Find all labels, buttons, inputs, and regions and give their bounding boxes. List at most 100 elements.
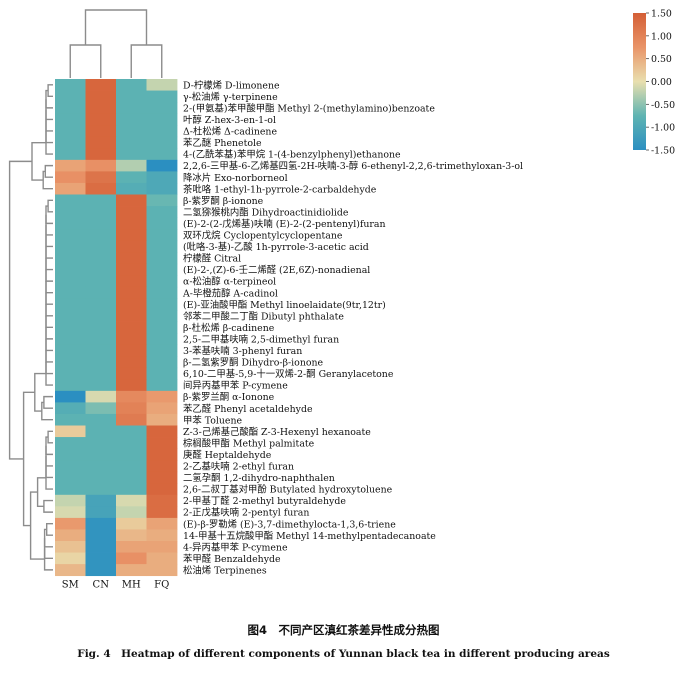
heatmap-cell <box>116 171 147 184</box>
heatmap-cell <box>85 136 117 149</box>
row-label: β-杜松烯 β-cadinene <box>183 322 275 334</box>
dendrogram-link <box>47 430 53 444</box>
heatmap-cell <box>55 483 86 496</box>
heatmap-cell <box>85 229 117 242</box>
heatmap-cell <box>55 402 86 415</box>
dendrogram-link <box>22 391 35 527</box>
heatmap-cell <box>116 240 147 253</box>
dendrogram-link <box>43 499 53 513</box>
dendrogram-link <box>36 477 46 508</box>
heatmap-cell <box>55 79 86 91</box>
heatmap-cell <box>55 90 86 103</box>
heatmap-cell <box>116 379 147 392</box>
heatmap-cell <box>116 390 147 403</box>
heatmap-cell <box>116 517 147 530</box>
dendrogram-link <box>45 214 53 236</box>
heatmap-cell <box>116 136 147 149</box>
heatmap-cell <box>85 252 117 265</box>
heatmap-cell <box>116 206 147 218</box>
heatmap-cell <box>116 125 147 138</box>
heatmap-cell <box>146 379 178 392</box>
heatmap-cell <box>55 298 86 311</box>
heatmap-cell <box>146 356 178 369</box>
heatmap-cell <box>146 252 178 265</box>
heatmap-cell <box>146 148 178 161</box>
heatmap-cell <box>55 240 86 253</box>
heatmap-cell <box>55 529 86 542</box>
heatmap-cell <box>116 275 147 288</box>
heatmap-cell <box>146 460 178 473</box>
dendrogram-link <box>43 548 53 571</box>
heatmap-cell <box>116 310 147 322</box>
dendrogram-link <box>43 395 53 409</box>
heatmap-cell <box>146 344 178 357</box>
dendrogram-link <box>44 164 53 178</box>
heatmap-cell <box>85 206 117 218</box>
heatmap-cell <box>55 448 86 461</box>
heatmap-cell <box>55 390 86 403</box>
heatmap-cell <box>146 517 178 530</box>
row-label: 2,2,6-三甲基-6-乙烯基四氢-2H-呋喃-3-醇 6-ethenyl-2,… <box>183 160 523 172</box>
dendrogram-link <box>45 109 53 132</box>
heatmap-cell <box>85 402 117 415</box>
heatmap-cell <box>116 113 147 126</box>
heatmap-cell <box>146 494 178 507</box>
heatmap-cell <box>146 171 178 184</box>
heatmap-cell <box>85 437 117 449</box>
colorbar-tick-label: 0.00 <box>651 77 672 88</box>
heatmap-cell <box>85 494 117 507</box>
heatmap-cell <box>85 506 117 519</box>
heatmap-cell <box>55 344 86 357</box>
heatmap-cell <box>85 102 117 115</box>
heatmap-cell <box>55 125 86 138</box>
heatmap-cell <box>55 413 86 426</box>
dendrogram-link <box>130 44 163 78</box>
heatmap-cell <box>146 552 178 565</box>
dendrogram-link <box>45 436 53 456</box>
column-label: SM <box>62 580 79 591</box>
heatmap-cell <box>116 356 147 369</box>
heatmap-cell <box>146 471 178 484</box>
heatmap-cell <box>55 471 86 484</box>
row-label: 二氢猕猴桃内酯 Dihydroactinidiolide <box>183 206 349 218</box>
dendrogram-link <box>45 205 53 225</box>
heatmap-cell <box>146 113 178 126</box>
dendrogram-link <box>45 445 53 467</box>
row-label: β-紫罗兰酮 α-Ionone <box>183 391 275 403</box>
heatmap-cell <box>85 483 117 496</box>
colorbar-tick-label: 0.50 <box>651 54 672 65</box>
figure-caption-chinese: 图4 不同产区滇红茶差异性成分热图 <box>247 623 440 637</box>
figure-caption-english: Fig. 4 Heatmap of different components o… <box>77 648 610 660</box>
heatmap-cell <box>116 252 147 265</box>
heatmap-cell <box>116 321 147 334</box>
dendrogram-link <box>47 84 53 98</box>
heatmap-cell <box>55 102 86 115</box>
heatmap-cell <box>146 483 178 496</box>
heatmap-cell <box>146 298 178 311</box>
heatmap-cell <box>55 275 86 288</box>
heatmap-cell <box>116 263 147 276</box>
heatmap-cell <box>85 148 117 161</box>
row-label: β-紫罗酮 β-ionone <box>183 196 264 207</box>
colorbar-tick-label: 1.00 <box>651 31 672 42</box>
row-label: 14-甲基十五烷酸甲酯 Methyl 14-methylpentadecanoa… <box>183 530 436 542</box>
row-label: 庚醛 Heptaldehyde <box>183 449 272 461</box>
heatmap-cell <box>55 159 86 172</box>
heatmap-cell <box>55 379 86 392</box>
heatmap-cell <box>116 437 147 449</box>
row-label: 2,5-二甲基呋喃 2,5-dimethyl furan <box>183 333 339 345</box>
dendrogram-link <box>45 89 53 109</box>
heatmap-cell <box>55 541 86 553</box>
dendrogram-link <box>46 522 53 536</box>
dendrogram-link <box>43 538 53 560</box>
heatmap-cell <box>116 460 147 473</box>
heatmap-cell <box>116 552 147 565</box>
colorbar-tick-label: 1.50 <box>651 9 672 20</box>
colorbar-tick-label: -0.50 <box>651 100 675 111</box>
heatmap-cell <box>116 483 147 496</box>
heatmap-cell <box>116 298 147 311</box>
heatmap-cell <box>55 136 86 149</box>
heatmap-cell <box>146 506 178 519</box>
heatmap-cell <box>146 159 178 172</box>
heatmap-cell <box>85 159 117 172</box>
